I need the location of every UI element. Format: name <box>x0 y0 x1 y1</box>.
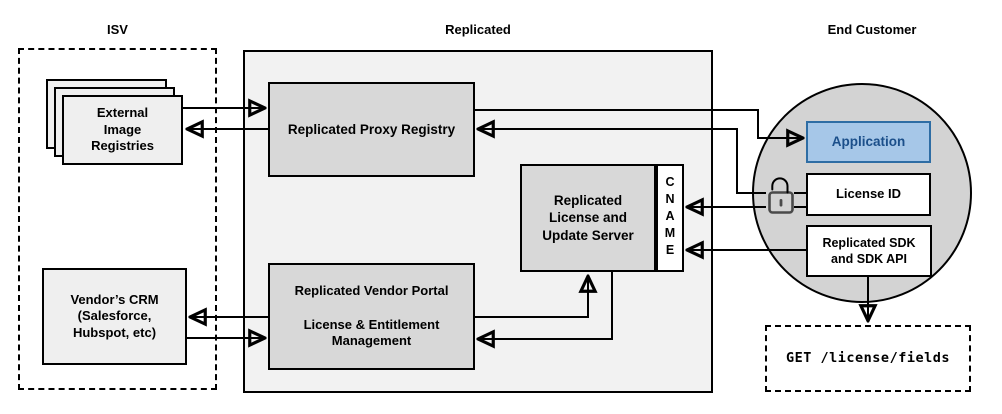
external-image-registries-label: External Image Registries <box>91 105 154 154</box>
external-image-registries-node: External Image Registries <box>62 95 183 165</box>
license-id-node: License ID <box>806 173 931 216</box>
get-license-fields-label: GET /license/fields <box>786 349 950 366</box>
license-id-label: License ID <box>835 186 902 202</box>
section-title-isv: ISV <box>107 22 128 37</box>
license-update-server-label: Replicated License and Update Server <box>542 193 634 243</box>
application-label: Application <box>831 134 906 150</box>
license-update-server-node: Replicated License and Update Server <box>520 164 656 272</box>
replicated-sdk-node: Replicated SDK and SDK API <box>806 225 932 277</box>
vendors-crm-label: Vendor’s CRM (Salesforce, Hubspot, etc) <box>70 291 159 340</box>
replicated-proxy-registry-node: Replicated Proxy Registry <box>268 82 475 177</box>
vendor-portal-node: Replicated Vendor Portal License & Entit… <box>268 263 475 370</box>
cname-node: CNAME <box>656 164 684 272</box>
replicated-proxy-registry-label: Replicated Proxy Registry <box>287 121 456 137</box>
application-node: Application <box>806 121 931 163</box>
section-title-end-customer: End Customer <box>827 22 917 37</box>
vendor-portal-label: Replicated Vendor Portal License & Entit… <box>294 283 449 349</box>
vendors-crm-node: Vendor’s CRM (Salesforce, Hubspot, etc) <box>42 268 187 365</box>
isv-boundary <box>18 48 217 390</box>
get-license-fields-node: GET /license/fields <box>765 325 971 392</box>
replicated-sdk-label: Replicated SDK and SDK API <box>822 236 916 266</box>
section-title-replicated: Replicated <box>445 22 511 37</box>
cname-label: CNAME <box>663 175 677 260</box>
